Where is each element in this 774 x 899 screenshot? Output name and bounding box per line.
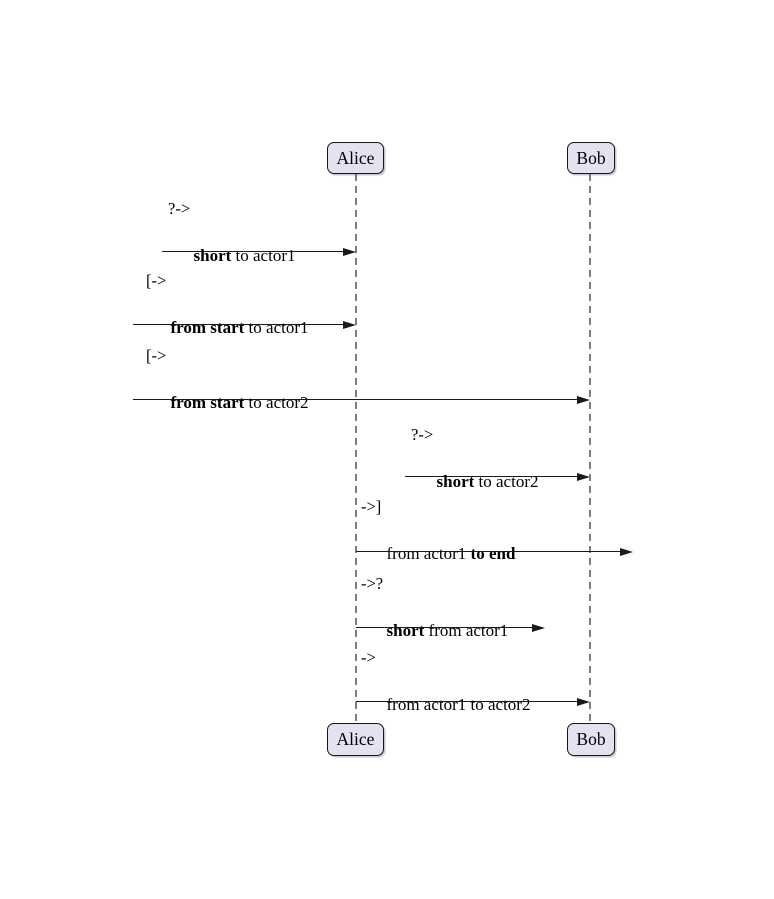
actor-box-alice-bottom: Alice bbox=[327, 723, 384, 756]
message-3-label-post: to actor2 bbox=[244, 393, 309, 412]
message-5-label-pre: from actor1 bbox=[386, 544, 471, 563]
message-3-operator: [-> bbox=[146, 346, 167, 365]
message-4-label-bold: short bbox=[436, 472, 475, 491]
actor-label-alice: Alice bbox=[336, 147, 375, 168]
message-2-label-post: to actor1 bbox=[244, 318, 309, 337]
actor-label-bob: Bob bbox=[576, 729, 606, 749]
message-1-label: short to actor1 bbox=[168, 226, 296, 286]
message-6-label-bold: short bbox=[386, 621, 425, 640]
message-4-label-post: to actor2 bbox=[474, 472, 539, 491]
message-7-arrow bbox=[356, 697, 590, 706]
message-7-operator: -> bbox=[361, 648, 376, 667]
message-5-label-bold: to end bbox=[470, 544, 516, 563]
actor-box-bob-top: Bob bbox=[567, 142, 615, 174]
message-1-operator: ?-> bbox=[168, 199, 191, 218]
message-4-arrow bbox=[405, 472, 590, 481]
message-4-label: short to actor2 bbox=[411, 452, 539, 512]
message-7-label-pre: from actor1 to actor2 bbox=[386, 695, 531, 714]
message-6-label: short from actor1 bbox=[361, 601, 509, 661]
message-4-operator: ?-> bbox=[411, 425, 434, 444]
message-6-arrow bbox=[356, 623, 545, 632]
message-6-label-post: from actor1 bbox=[424, 621, 509, 640]
actor-box-bob-bottom: Bob bbox=[567, 723, 615, 756]
lifeline-bob bbox=[589, 174, 591, 723]
actor-label-bob: Bob bbox=[576, 147, 606, 168]
message-1-arrow bbox=[162, 247, 356, 256]
message-5-operator: ->] bbox=[361, 497, 382, 516]
actor-box-alice-top: Alice bbox=[327, 142, 384, 174]
message-5-label: from actor1 to end bbox=[361, 524, 516, 584]
arrowhead-icon bbox=[532, 623, 545, 632]
message-1-label-bold: short bbox=[193, 246, 232, 265]
message-5-arrow bbox=[356, 547, 633, 556]
message-3-label: from start to actor2 bbox=[145, 373, 309, 433]
actor-label-alice: Alice bbox=[336, 729, 375, 749]
message-6-operator: ->? bbox=[361, 574, 384, 593]
message-2-operator: [-> bbox=[146, 271, 167, 290]
message-2-arrow bbox=[133, 320, 356, 329]
lifeline-alice bbox=[355, 174, 357, 723]
message-1-label-post: to actor1 bbox=[231, 246, 296, 265]
message-3-label-bold: from start bbox=[170, 393, 245, 412]
message-7-label: from actor1 to actor2 bbox=[361, 675, 531, 735]
message-2-label: from start to actor1 bbox=[145, 298, 309, 358]
arrowhead-icon bbox=[620, 547, 633, 556]
message-2-label-bold: from start bbox=[170, 318, 245, 337]
